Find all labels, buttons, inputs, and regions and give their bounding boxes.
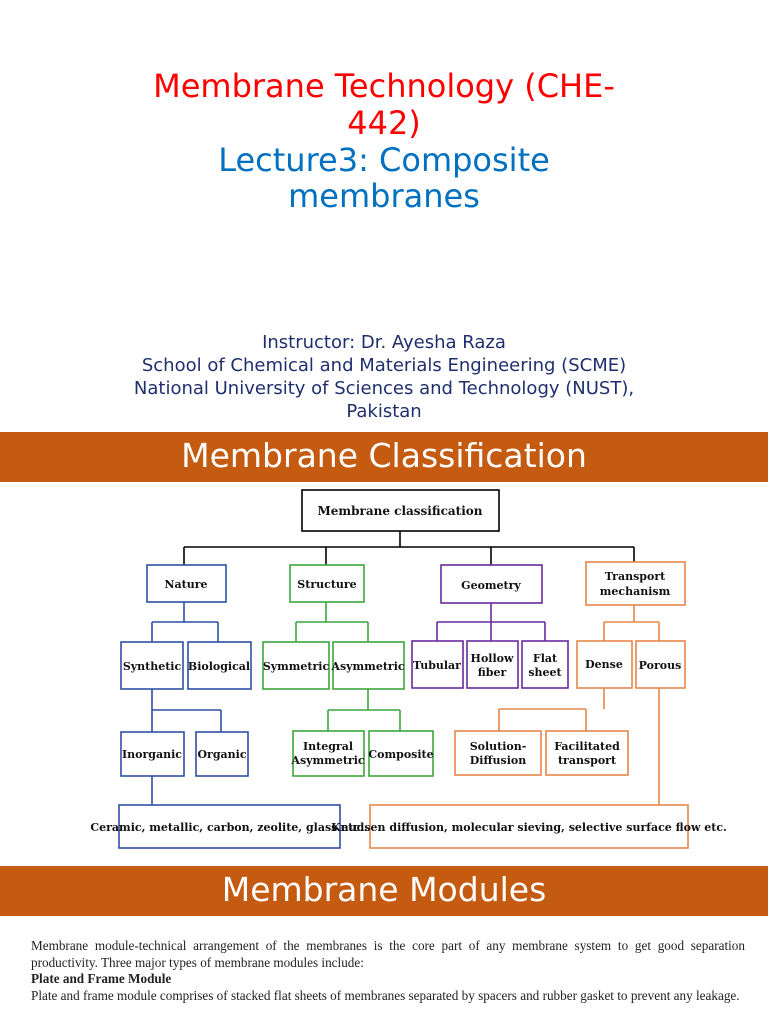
course-title-line: Membrane Technology (CHE- — [153, 67, 615, 105]
node-transport — [585, 561, 686, 606]
instructor-name: Instructor: Dr. Ayesha Raza — [262, 332, 506, 353]
label-solution-2: Diffusion — [470, 754, 526, 767]
label-hollow-1: Hollow — [471, 652, 514, 665]
node-dense — [576, 640, 633, 689]
course-title-line: 442) — [347, 104, 421, 142]
label-nature: Nature — [164, 578, 207, 591]
node-inorganic — [120, 731, 185, 777]
label-integral-1: Integral — [303, 740, 353, 753]
lecture-title-line: membranes — [288, 177, 480, 215]
country-name: Pakistan — [346, 401, 422, 422]
node-nature — [146, 564, 227, 603]
label-solution-1: Solution- — [470, 740, 527, 753]
node-knudsen — [369, 804, 689, 849]
label-geometry: Geometry — [461, 579, 521, 592]
course-title: Membrane Technology (CHE- 442) — [90, 68, 678, 142]
label-flat-1: Flat — [533, 652, 558, 665]
instructor-block: Instructor: Dr. Ayesha Raza School of Ch… — [80, 331, 688, 423]
modules-intro-paragraph: Membrane module-technical arrangement of… — [31, 938, 745, 970]
classification-heading: Membrane Classification — [0, 432, 768, 482]
title-slide: Membrane Technology (CHE- 442) Lecture3:… — [0, 0, 768, 432]
node-structure — [289, 564, 365, 603]
node-root — [301, 489, 500, 532]
label-biological: Biological — [188, 660, 250, 673]
node-tubular — [411, 640, 464, 689]
label-transport-1: Transport — [605, 570, 666, 583]
label-transport-2: mechanism — [600, 585, 671, 598]
node-organic — [195, 731, 249, 777]
node-solution-diffusion — [454, 730, 542, 776]
classification-diagram: Membrane classification Nature Structure… — [0, 482, 768, 866]
label-organic: Organic — [197, 748, 246, 761]
label-tubular: Tubular — [413, 659, 461, 672]
lecture-title: Lecture3: Composite membranes — [140, 142, 628, 214]
school-name: School of Chemical and Materials Enginee… — [141, 355, 627, 376]
label-asymmetric: Asymmetric — [330, 660, 404, 673]
label-knudsen: Knudsen diffusion, molecular sieving, se… — [331, 821, 727, 834]
modules-text: Membrane module-technical arrangement of… — [31, 938, 745, 1004]
modules-heading: Membrane Modules — [0, 866, 768, 916]
node-symmetric — [262, 641, 330, 690]
label-porous: Porous — [639, 659, 682, 672]
node-integral-asymmetric — [292, 730, 365, 777]
node-composite — [368, 730, 434, 777]
label-synthetic: Synthetic — [123, 660, 182, 673]
label-hollow-2: fiber — [478, 666, 507, 679]
label-dense: Dense — [585, 658, 623, 671]
label-ceramic: Ceramic, metallic, carbon, zeolite, glas… — [90, 821, 367, 834]
label-root: Membrane classification — [318, 504, 483, 518]
node-ceramic — [118, 804, 341, 849]
label-facilitated-1: Facilitated — [554, 740, 620, 753]
label-composite: Composite — [368, 748, 433, 761]
node-flat-sheet — [521, 640, 569, 689]
lecture-title-line: Lecture3: Composite — [218, 141, 550, 179]
label-flat-2: sheet — [528, 666, 562, 679]
node-asymmetric — [332, 641, 405, 690]
label-structure: Structure — [297, 578, 356, 591]
node-hollow-fiber — [466, 640, 519, 689]
label-inorganic: Inorganic — [122, 748, 182, 761]
university-name: National University of Sciences and Tech… — [133, 378, 635, 399]
plate-frame-subheading: Plate and Frame Module — [31, 971, 172, 986]
node-facilitated-transport — [545, 730, 629, 776]
label-symmetric: Symmetric — [263, 660, 330, 673]
node-biological — [187, 641, 252, 690]
node-synthetic — [120, 641, 184, 690]
node-porous — [635, 640, 686, 689]
label-facilitated-2: transport — [558, 754, 617, 767]
node-geometry — [440, 564, 543, 604]
plate-frame-paragraph: Plate and frame module comprises of stac… — [31, 987, 740, 1003]
label-integral-2: Asymmetric — [290, 754, 364, 767]
